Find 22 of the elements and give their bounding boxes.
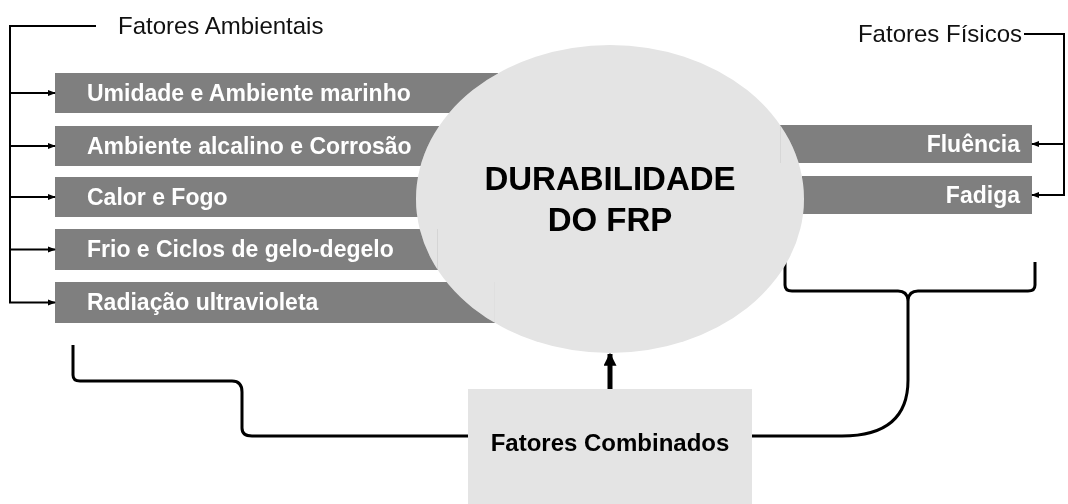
- factor-text: Fluência: [926, 130, 1020, 158]
- factor-bar: [780, 125, 1032, 163]
- factor-text: Frio e Ciclos de gelo-degelo: [87, 236, 394, 263]
- factor-text: Calor e Fogo: [87, 183, 228, 211]
- factor-bar: [55, 229, 438, 270]
- factor-bar: [801, 176, 1032, 214]
- factor-text: Ambiente alcalino e Corrosão: [87, 132, 412, 160]
- factor-text: Radiação ultravioleta: [87, 289, 319, 316]
- factor-bar: [55, 177, 418, 217]
- arrow: [603, 352, 617, 389]
- arrow: [9, 25, 97, 306]
- combined-box: [468, 389, 752, 504]
- factor-text: Fatores Combinados: [490, 428, 730, 457]
- heading-label: Fatores Físicos: [790, 18, 1022, 50]
- factor-text: Umidade e Ambiente marinho: [87, 79, 411, 107]
- factor-bar: [55, 73, 499, 113]
- title-text: DURABILIDADE DO FRP: [484, 159, 736, 240]
- arrow: [1023, 33, 1065, 199]
- heading-label: Fatores Ambientais: [118, 10, 378, 42]
- factor-bar: [55, 126, 440, 166]
- factor-text: Fadiga: [945, 181, 1020, 209]
- factor-bar: [55, 282, 495, 323]
